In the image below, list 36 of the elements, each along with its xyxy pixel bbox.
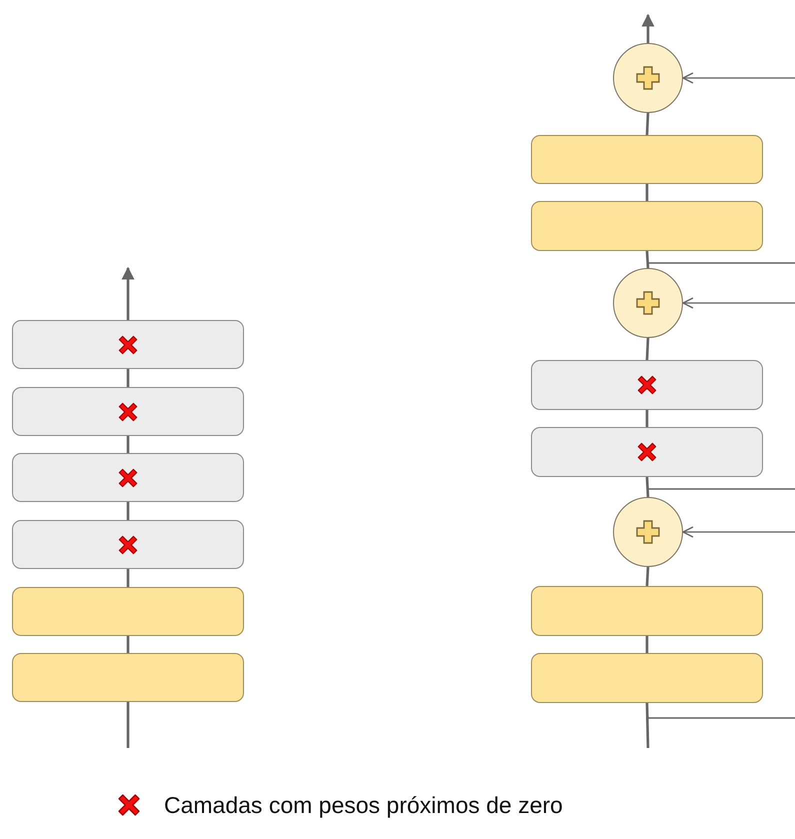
connector-line — [646, 476, 650, 498]
layer-box — [531, 427, 763, 477]
connector-line — [126, 436, 130, 453]
connector-line — [646, 476, 795, 490]
connector-line — [126, 569, 130, 587]
connector-line — [126, 636, 130, 653]
connector-line — [646, 566, 650, 586]
layer-box — [12, 587, 244, 636]
layer-box — [531, 201, 763, 251]
layer-box — [12, 320, 244, 369]
layer-box — [12, 453, 244, 502]
connector-line — [646, 250, 650, 268]
connector-line — [126, 702, 130, 748]
layer-box — [531, 360, 763, 410]
connector-line — [126, 369, 130, 387]
connector-line — [646, 702, 650, 748]
connector-line — [126, 502, 130, 520]
layer-box — [531, 586, 763, 636]
layer-box — [12, 387, 244, 436]
legend-text: Camadas com pesos próximos de zero — [164, 792, 563, 818]
connector-line — [646, 250, 795, 264]
layer-box — [531, 135, 763, 184]
connector-line — [646, 184, 648, 201]
arrow — [642, 14, 654, 43]
connector-line — [646, 338, 650, 360]
connector-line — [646, 636, 648, 653]
arrow — [682, 297, 795, 309]
connector-line — [646, 702, 795, 719]
arrow — [122, 266, 134, 320]
layer-box — [12, 653, 244, 702]
layer-box — [531, 653, 763, 703]
layer-box — [12, 520, 244, 569]
connector-line — [646, 410, 648, 427]
arrow — [682, 72, 795, 84]
arrow — [682, 526, 795, 538]
connector-line — [646, 112, 650, 136]
